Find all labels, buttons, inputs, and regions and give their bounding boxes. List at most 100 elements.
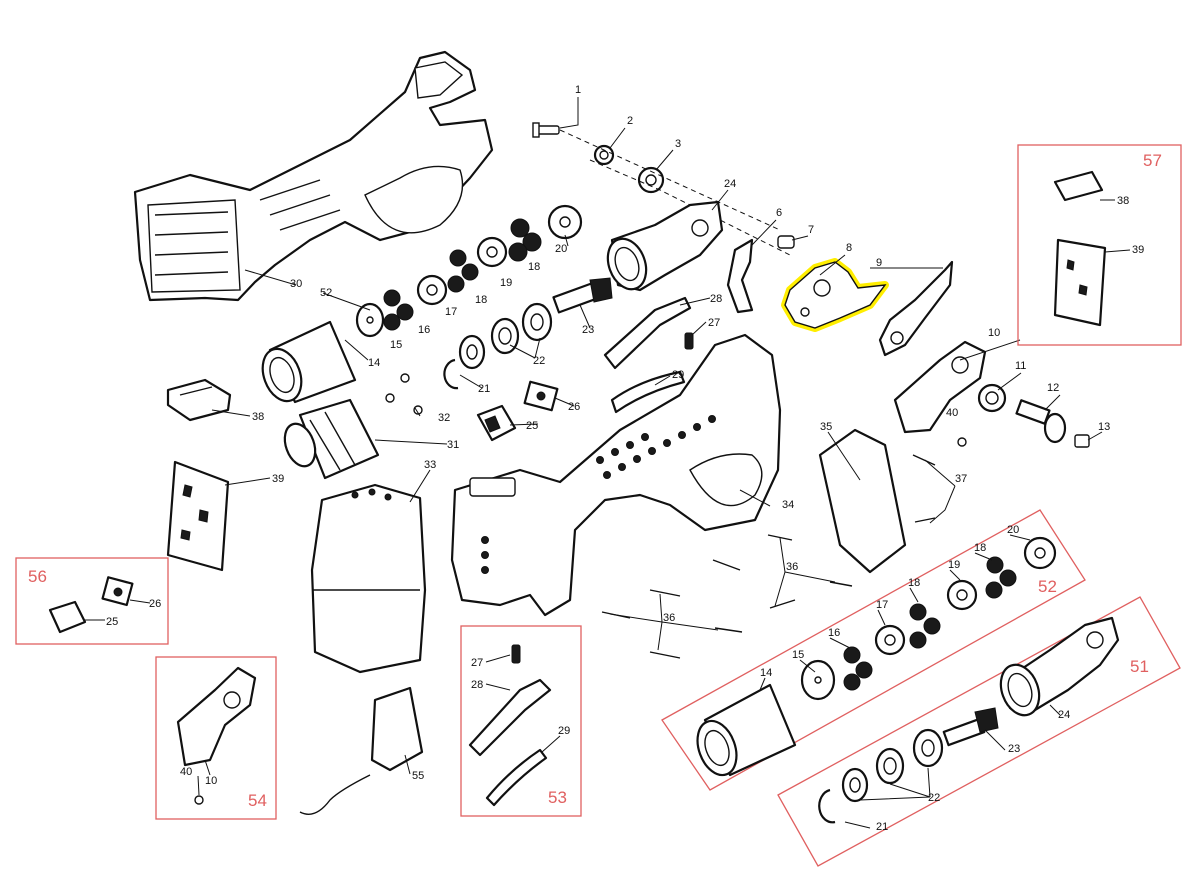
group-52: 52 20 18 19 18 17 16 15 14 — [661, 509, 1086, 791]
part-1-screw — [532, 122, 560, 138]
callout-21: 21 — [478, 383, 490, 395]
part-28-trigger-link — [603, 296, 692, 370]
callout-39: 39 — [272, 473, 284, 485]
group-51-label-21: 21 — [876, 821, 888, 833]
part-34-lower-housing — [450, 333, 782, 617]
group-53-number: 53 — [548, 788, 567, 807]
callout-35: 35 — [820, 421, 832, 433]
part-19-carrier — [476, 236, 508, 268]
callout-29: 29 — [672, 369, 684, 381]
group-52-label-16: 16 — [828, 627, 840, 639]
part-12-bolt — [1015, 399, 1067, 444]
part-27-pin — [684, 332, 694, 350]
callout-36a: 36 — [786, 561, 798, 573]
callout-36b: 36 — [663, 612, 675, 624]
part-14-ring-housing — [261, 320, 357, 404]
part-17-carrier — [416, 274, 448, 306]
callout-30: 30 — [290, 278, 302, 290]
group-52-label-14: 14 — [760, 667, 772, 679]
group-53-box — [460, 625, 582, 817]
group-53-label-29: 29 — [558, 725, 570, 737]
callout-10: 10 — [988, 327, 1000, 339]
group-57-label-38: 38 — [1117, 195, 1129, 207]
part-30-upper-housing — [133, 50, 494, 302]
part-6-arm — [726, 238, 754, 314]
callout-31: 31 — [447, 439, 459, 451]
callout-37: 37 — [955, 473, 967, 485]
callout-52: 52 — [320, 287, 332, 299]
callout-25: 25 — [526, 420, 538, 432]
callout-34: 34 — [782, 499, 794, 511]
callout-26: 26 — [568, 401, 580, 413]
group-54: 54 40 10 — [155, 656, 277, 820]
callout-22: 22 — [533, 355, 545, 367]
part-33-battery — [310, 483, 427, 674]
callouts: 1 2 3 24 6 7 8 9 10 11 12 13 40 37 35 34… — [252, 84, 1110, 782]
part-11-lockwasher — [977, 383, 1007, 413]
callout-19: 19 — [500, 277, 512, 289]
group-52-label-17: 17 — [876, 599, 888, 611]
group-51-label-24: 24 — [1058, 709, 1070, 721]
callout-3: 3 — [675, 138, 681, 150]
group-51-label-22: 22 — [928, 792, 940, 804]
group-52-label-18b: 18 — [908, 577, 920, 589]
callout-8: 8 — [846, 242, 852, 254]
callout-17: 17 — [445, 306, 457, 318]
group-51: 51 24 23 22 21 — [777, 596, 1181, 867]
group-52-label-18a: 18 — [974, 542, 986, 554]
group-57-label-39: 39 — [1132, 244, 1144, 256]
group-57: 57 38 39 — [1017, 144, 1182, 346]
group-54-box — [155, 656, 277, 820]
group-56-label-25: 25 — [106, 616, 118, 628]
part-13-nut — [1074, 434, 1090, 448]
group-57-box — [1017, 144, 1182, 346]
part-25-switch — [476, 404, 517, 442]
leader-lines — [211, 97, 1103, 775]
group-57-number: 57 — [1143, 151, 1162, 170]
callout-16: 16 — [418, 324, 430, 336]
callout-27: 27 — [708, 317, 720, 329]
group-53-label-28: 28 — [471, 679, 483, 691]
callout-18b: 18 — [475, 294, 487, 306]
callout-23: 23 — [582, 324, 594, 336]
callout-18a: 18 — [528, 261, 540, 273]
part-21-circlip — [443, 358, 459, 390]
group-52-label-15: 15 — [792, 649, 804, 661]
group-52-box — [661, 509, 1086, 791]
group-54-label-10: 10 — [205, 775, 217, 787]
group-51-label-23: 23 — [1008, 743, 1020, 755]
part-36-screws — [601, 534, 853, 659]
callout-40: 40 — [946, 407, 958, 419]
callout-6: 6 — [776, 207, 782, 219]
part-29-spring-plate — [610, 370, 686, 414]
part-55-charger — [299, 686, 424, 815]
group-54-label-40: 40 — [180, 766, 192, 778]
part-20-carrier — [547, 204, 583, 240]
callout-12: 12 — [1047, 382, 1059, 394]
callout-38: 38 — [252, 411, 264, 423]
group-51-number: 51 — [1130, 657, 1149, 676]
part-10-carrier — [893, 340, 987, 434]
callout-32: 32 — [438, 412, 450, 424]
group-51-box — [777, 596, 1181, 867]
callout-1: 1 — [575, 84, 581, 96]
callout-13: 13 — [1098, 421, 1110, 433]
part-37-screws — [912, 454, 936, 523]
group-53-label-27: 27 — [471, 657, 483, 669]
part-32-screws — [385, 373, 423, 415]
part-31-motor — [283, 398, 380, 480]
part-18-planet-gears-b — [447, 249, 479, 293]
group-52-label-20: 20 — [1007, 524, 1019, 536]
part-35-cover — [818, 428, 907, 574]
group-52-number: 52 — [1038, 577, 1057, 596]
callout-24: 24 — [724, 178, 736, 190]
group-56-box — [15, 557, 169, 645]
callout-28: 28 — [710, 293, 722, 305]
vent-holes — [481, 415, 716, 574]
part-8-moving-blade — [781, 258, 889, 332]
part-23-pinion-shaft — [552, 277, 613, 314]
group-54-number: 54 — [248, 791, 267, 810]
part-3-gear — [637, 166, 665, 194]
part-38-clip — [166, 378, 232, 422]
